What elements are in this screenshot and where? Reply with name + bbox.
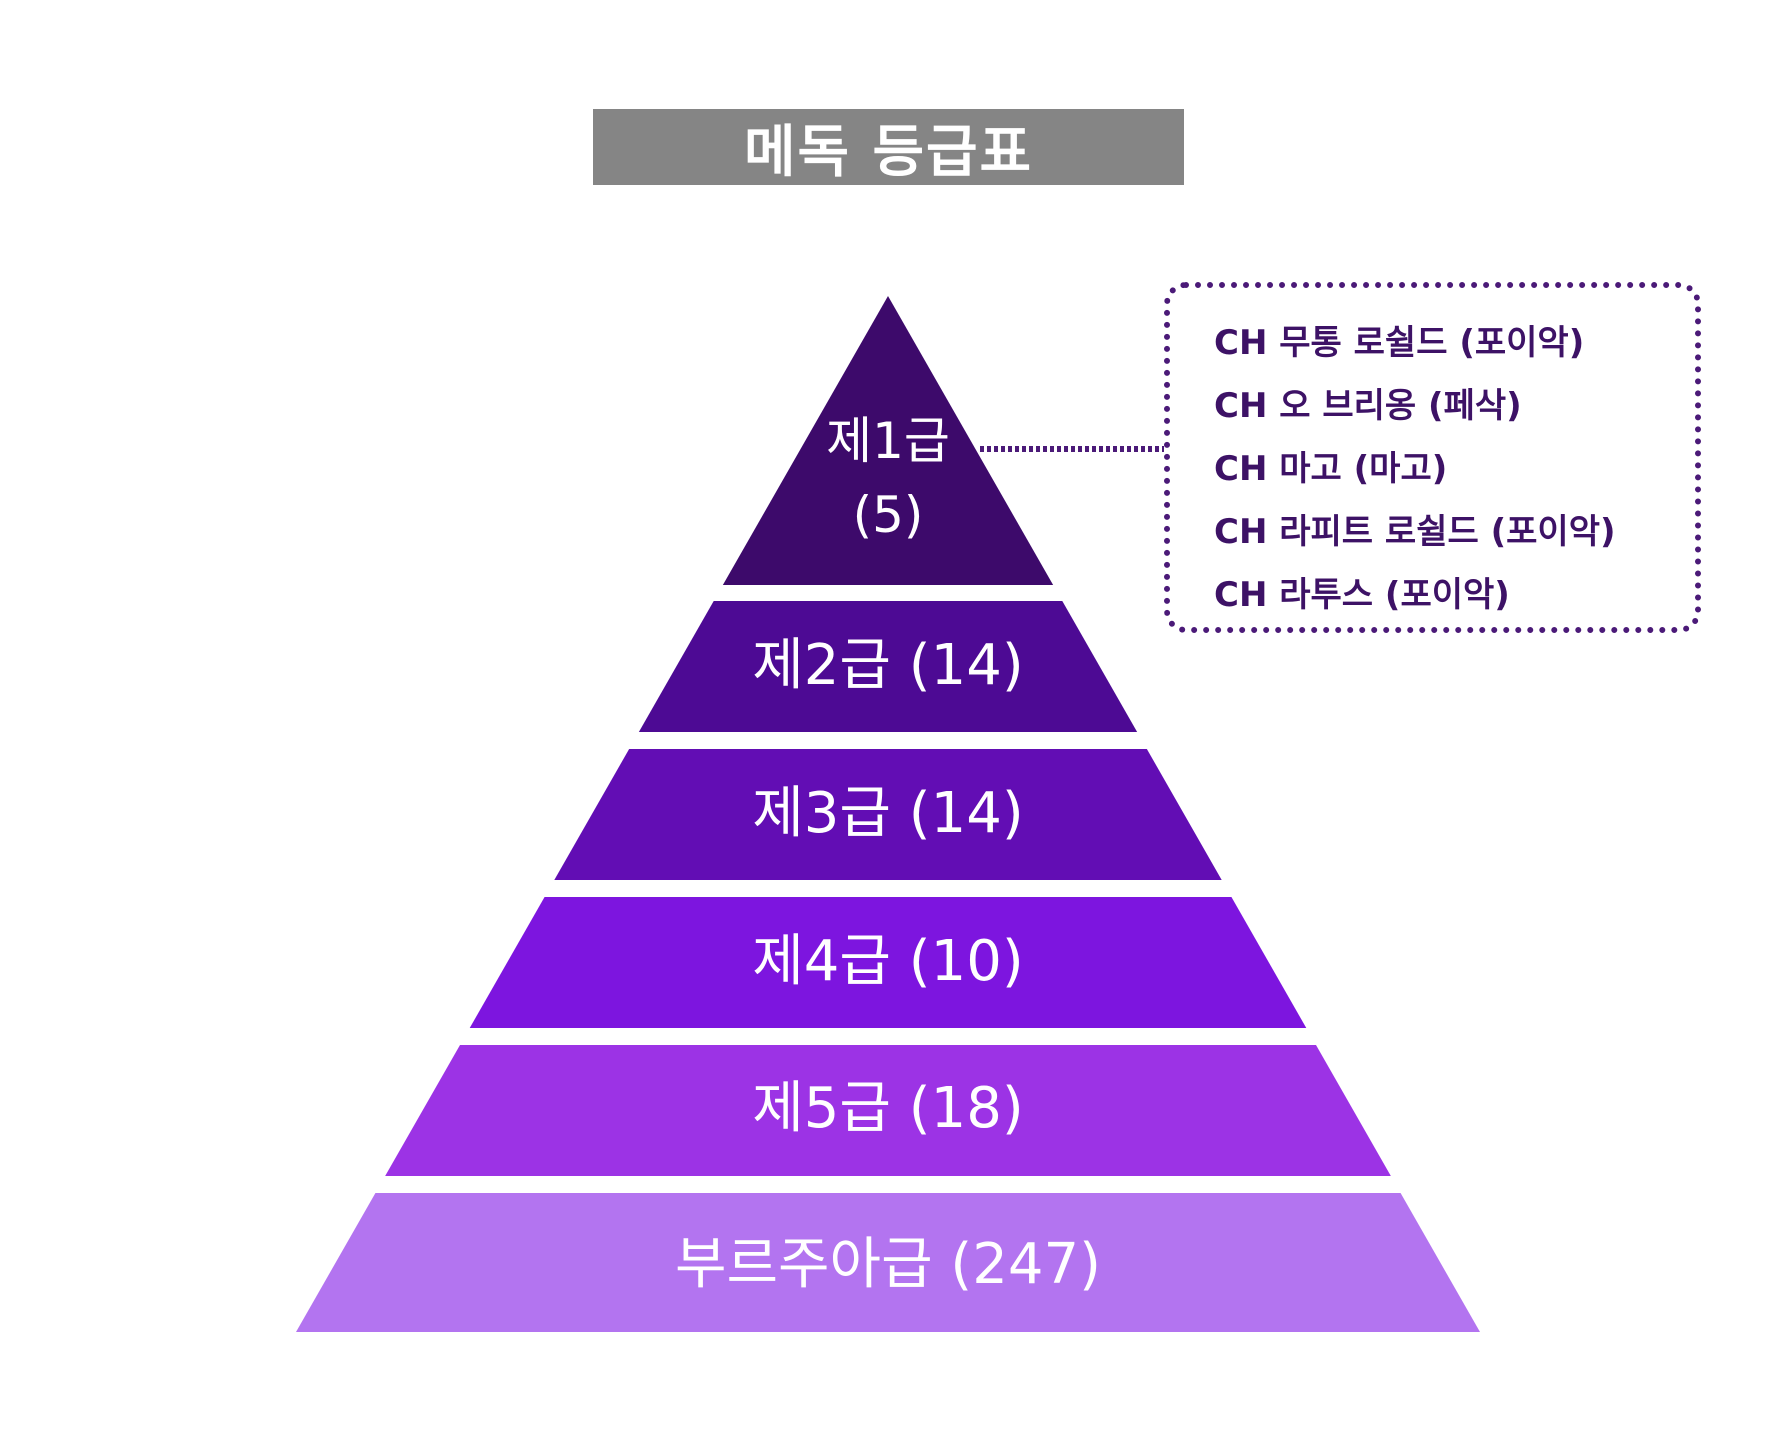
tier-label: (5)	[853, 486, 924, 544]
pyramid-tier-1	[722, 296, 1054, 585]
callout-item: CH 라피트 로쉴드 (포이악)	[1214, 512, 1616, 552]
callout-item: CH 마고 (마고)	[1214, 449, 1448, 489]
tier-label: 제4급 (10)	[752, 929, 1023, 994]
tier-label: 제5급 (18)	[752, 1076, 1023, 1141]
callout-item: CH 오 브리옹 (페삭)	[1214, 386, 1522, 426]
pyramid-tier-2	[638, 601, 1138, 732]
pyramid-tier-3	[554, 749, 1222, 880]
callout-item: CH 무통 로쉴드 (포이악)	[1214, 323, 1585, 363]
pyramid-tier-6	[296, 1193, 1480, 1332]
tier-label: 제1급	[826, 412, 950, 470]
callout-item: CH 라투스 (포이악)	[1214, 575, 1510, 615]
first-growth-callout: CH 무통 로쉴드 (포이악) CH 오 브리옹 (페삭) CH 마고 (마고)…	[1164, 282, 1701, 633]
pyramid-tier-4	[469, 897, 1307, 1028]
page-title: 메독 등급표	[593, 109, 1184, 185]
pyramid-tier-5	[385, 1045, 1391, 1176]
tier-label: 제3급 (14)	[752, 781, 1023, 846]
tier-label: 부르주아급 (247)	[675, 1232, 1101, 1297]
first-growth-list: CH 무통 로쉴드 (포이악) CH 오 브리옹 (페삭) CH 마고 (마고)…	[1214, 312, 1616, 627]
tier-label: 제2급 (14)	[752, 633, 1023, 698]
